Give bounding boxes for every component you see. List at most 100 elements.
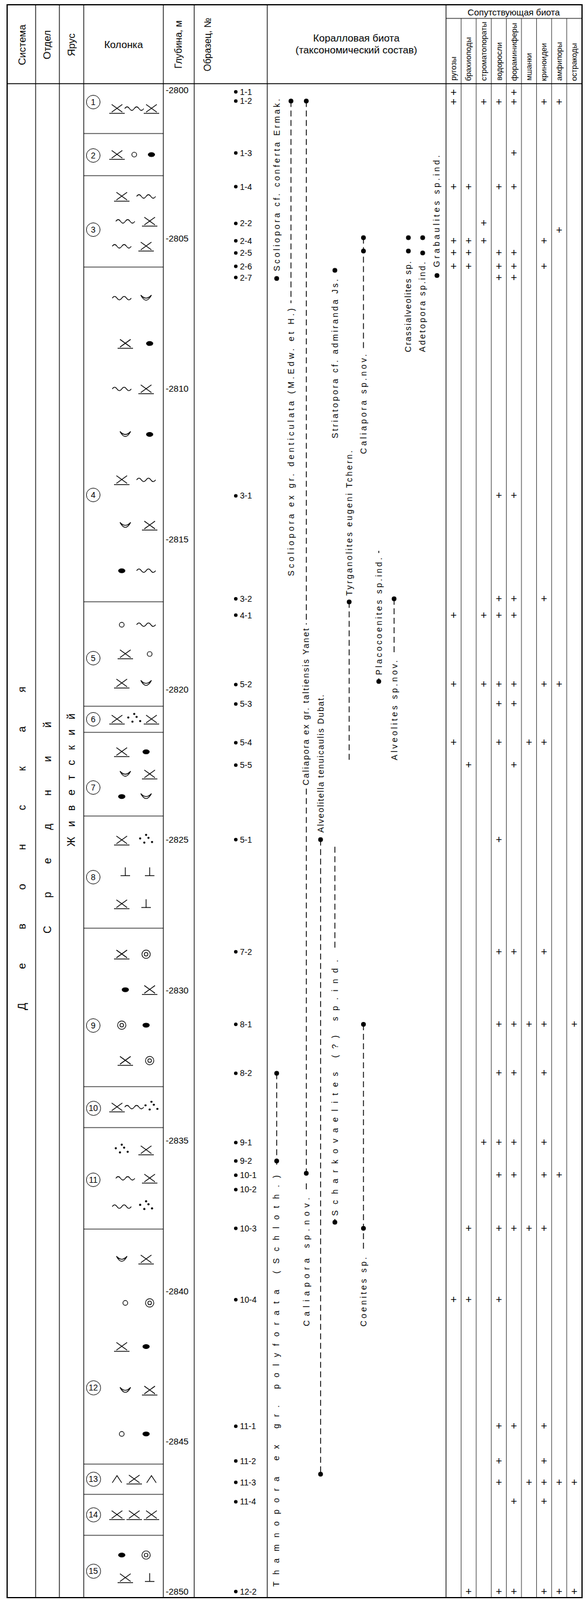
occurrence-mark: + — [480, 610, 488, 622]
sample-point — [234, 1298, 238, 1303]
occurrence-dot — [420, 235, 426, 241]
occurrence-mark: + — [510, 610, 518, 622]
lithology-symbol — [127, 716, 130, 720]
sample-point — [234, 185, 238, 189]
lithology-symbol — [115, 1177, 135, 1182]
depth-value: -2840 — [165, 1287, 189, 1297]
occurrence-dot — [376, 679, 382, 685]
lithology-symbol — [114, 756, 130, 758]
lithology-symbol — [116, 679, 128, 688]
occurrence-mark: + — [541, 1497, 548, 1508]
layer-number-circle: 5 — [86, 651, 101, 666]
sample-point — [234, 1425, 238, 1429]
layer-number-circle: 10 — [86, 1101, 101, 1117]
sample-point — [234, 1460, 238, 1464]
occurrence-mark: + — [510, 699, 518, 710]
lithology-symbol — [144, 876, 155, 877]
lithology-symbol — [142, 1023, 150, 1029]
column-rule — [162, 4, 164, 1599]
lithology-symbol — [145, 1057, 154, 1066]
lithology-symbol — [149, 1574, 150, 1583]
layer-number-circle: 13 — [86, 1472, 101, 1488]
lithology-symbol — [124, 106, 144, 111]
occurrence-mark: + — [465, 760, 473, 771]
table-frame — [7, 4, 583, 1599]
sample-point — [234, 99, 238, 103]
lithology-symbol — [133, 713, 136, 716]
lithology-symbol — [114, 959, 130, 960]
occurrence-mark: + — [480, 217, 488, 229]
taxon-name: Thamnopora ex gr. polyforata (Schloth.) — [272, 1168, 281, 1588]
lithology-symbol — [116, 679, 128, 688]
lithology-symbol — [109, 159, 125, 160]
lithology-symbol — [142, 1345, 150, 1350]
layer-boundary — [83, 1494, 164, 1496]
taxon-name: Caliapora sp.nov. — [302, 1194, 311, 1328]
taxon-name: Adetopora sp.ind. — [418, 260, 428, 353]
layer-number: 2 — [90, 151, 96, 160]
sample-number: 5-5 — [239, 761, 252, 770]
range-line — [362, 1025, 364, 1254]
biota-column-rule — [491, 18, 492, 1599]
lithology-symbol — [143, 1520, 160, 1521]
layer-number-circle: 3 — [86, 222, 101, 237]
lithology-symbol — [144, 770, 156, 779]
lithology-symbol — [111, 104, 123, 113]
sample-point — [234, 276, 238, 280]
occurrence-dot — [361, 235, 366, 241]
sample-point — [234, 741, 238, 745]
column-header: Сопутствующая биота — [467, 7, 560, 17]
occurrence-mark: + — [541, 1224, 548, 1235]
sample-point — [234, 1188, 238, 1192]
occurrence-mark: + — [495, 247, 503, 259]
occurrence-dot — [406, 248, 411, 254]
occurrence-mark: + — [510, 1019, 518, 1031]
lithology-symbol — [118, 1152, 122, 1155]
sample-point — [234, 221, 238, 226]
depth-value: -2835 — [165, 1136, 189, 1146]
occurrence-mark: + — [495, 490, 503, 502]
occurrence-mark: + — [495, 610, 503, 622]
occurrence-mark: + — [465, 1587, 473, 1599]
lithology-symbol — [112, 387, 132, 391]
lithology-symbol — [115, 219, 135, 224]
sample-number: 8-1 — [239, 1020, 252, 1030]
lithology-symbol — [141, 1183, 158, 1185]
lithology-symbol — [144, 1105, 147, 1108]
taxon-name: Placocoenites sp.ind. — [374, 556, 384, 676]
lithology-symbol — [117, 658, 134, 660]
lithology-symbol — [138, 720, 142, 723]
occurrence-mark: + — [541, 1587, 548, 1599]
lithology-symbol — [114, 1148, 117, 1151]
occurrence-mark: + — [541, 96, 548, 108]
depth-value: -2845 — [165, 1437, 189, 1447]
lithology-symbol — [136, 194, 156, 199]
column-rule — [35, 4, 36, 1599]
lithology-symbol — [116, 192, 128, 201]
lithology-symbol — [138, 1155, 154, 1156]
lithology-symbol — [136, 569, 156, 574]
lithology-symbol — [109, 723, 125, 725]
range-line — [393, 599, 395, 656]
lithology-symbol — [142, 750, 150, 755]
layer-boundary — [83, 1229, 164, 1230]
lithology-symbol — [149, 868, 150, 877]
sample-number: 1-2 — [239, 96, 252, 106]
occurrence-dot — [318, 1472, 324, 1478]
sample-number: 2-7 — [239, 273, 252, 283]
layer-number: 5 — [90, 654, 96, 663]
lithology-symbol — [140, 295, 152, 301]
lithology-symbol — [140, 242, 152, 251]
occurrence-mark: + — [541, 1068, 548, 1080]
lithology-symbol — [146, 104, 157, 113]
sample-number: 10-4 — [239, 1296, 257, 1305]
lithology-symbol — [141, 779, 158, 780]
layer-number: 4 — [90, 491, 96, 500]
sample-number: 11-1 — [239, 1423, 256, 1432]
taxon-name: Alveolites sp.nov. — [390, 658, 399, 761]
sample-number: 10-1 — [239, 1171, 257, 1181]
range-line — [305, 789, 307, 1175]
sample-point — [234, 494, 238, 498]
lithology-symbol — [144, 834, 148, 837]
